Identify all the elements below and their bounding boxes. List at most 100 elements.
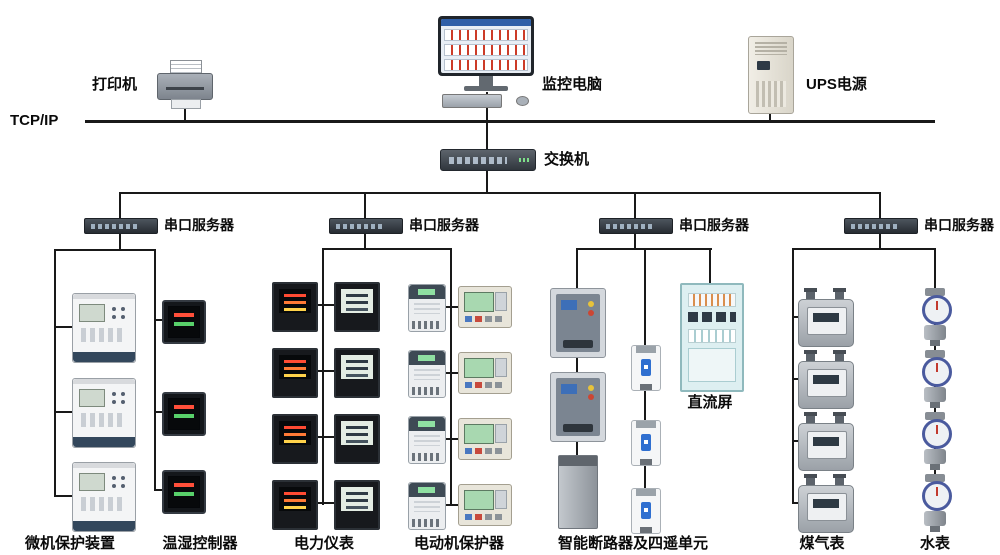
bus-line bbox=[54, 249, 56, 497]
power-meter-image bbox=[334, 414, 380, 464]
serial-server-image bbox=[84, 218, 158, 234]
indicator-lights bbox=[588, 301, 594, 307]
pipe-stub bbox=[930, 526, 940, 532]
meter-body bbox=[924, 511, 946, 526]
branch-line bbox=[792, 378, 800, 380]
temp-humidity-group-label: 温湿控制器 bbox=[162, 535, 238, 552]
protection-device-image bbox=[72, 462, 136, 532]
meter-cap bbox=[925, 412, 945, 420]
meter-cap bbox=[925, 474, 945, 482]
serial-server-image bbox=[599, 218, 673, 234]
protection-group-label: 微机保护装置 bbox=[24, 535, 115, 552]
lcd-display bbox=[464, 424, 494, 444]
connector-line bbox=[792, 248, 936, 250]
buttons bbox=[465, 382, 472, 388]
meter-cap bbox=[925, 288, 945, 296]
gas-pipe bbox=[804, 350, 817, 363]
mouse bbox=[516, 96, 529, 106]
connector-line bbox=[634, 232, 636, 249]
meter-display bbox=[813, 437, 839, 446]
meter-body bbox=[924, 449, 946, 464]
motor-protector-controller-image bbox=[458, 352, 512, 394]
branch-line bbox=[154, 411, 164, 413]
breaker-display bbox=[561, 300, 577, 310]
power-meter-group-label: 电力仪表 bbox=[293, 535, 354, 552]
monitor bbox=[438, 16, 534, 76]
power-meter-image bbox=[272, 480, 318, 530]
miniature-circuit-breaker-image bbox=[631, 345, 661, 391]
keyboard bbox=[442, 94, 502, 108]
gas-pipe bbox=[804, 474, 817, 487]
gas-meter-image bbox=[798, 474, 854, 533]
temp-humidity-controller-image bbox=[162, 392, 206, 436]
lcd-display bbox=[464, 358, 494, 378]
connector-line bbox=[879, 194, 881, 218]
power-meter-image bbox=[334, 282, 380, 332]
meter-body bbox=[924, 387, 946, 402]
serial-server-label: 串口服务器 bbox=[924, 217, 994, 233]
terminal-block bbox=[412, 519, 442, 527]
motor-protector-module-image bbox=[408, 284, 446, 332]
telemetry-unit-image bbox=[558, 455, 598, 529]
temp-humidity-controller-image bbox=[162, 470, 206, 514]
gas-meter-image bbox=[798, 288, 854, 347]
module-display bbox=[418, 487, 435, 493]
keypad bbox=[81, 497, 125, 511]
lcd-display bbox=[79, 389, 105, 407]
water-meter-image bbox=[913, 350, 957, 408]
air-circuit-breaker-image bbox=[550, 372, 606, 442]
printer-label: 打印机 bbox=[92, 76, 138, 93]
bus-line bbox=[154, 249, 156, 491]
connector-line bbox=[486, 123, 488, 150]
connector-line bbox=[184, 104, 186, 120]
terminal-block bbox=[412, 387, 442, 395]
printer-body bbox=[157, 73, 213, 100]
meter-dial bbox=[922, 295, 952, 325]
meter-display bbox=[813, 499, 839, 508]
meter-cap bbox=[925, 350, 945, 358]
branch-line bbox=[792, 316, 800, 318]
serial-server-image bbox=[844, 218, 918, 234]
pipe-stub bbox=[930, 340, 940, 346]
cabinet-meter-row bbox=[688, 312, 736, 322]
branch-line bbox=[54, 495, 74, 497]
branch-line bbox=[312, 370, 336, 372]
miniature-circuit-breaker-image bbox=[631, 420, 661, 466]
power-meter-image bbox=[272, 282, 318, 332]
gas-pipe bbox=[804, 412, 817, 425]
pipe-stub bbox=[930, 402, 940, 408]
buttons bbox=[112, 392, 116, 396]
dc-panel-label: 直流屏 bbox=[687, 394, 733, 411]
lcd-display bbox=[464, 292, 494, 312]
connector-line bbox=[769, 108, 771, 120]
gas-meter-image bbox=[798, 412, 854, 471]
branch-line bbox=[442, 438, 460, 440]
ups-label: UPS电源 bbox=[806, 76, 867, 93]
meter-dial bbox=[922, 357, 952, 387]
branch-line bbox=[442, 372, 460, 374]
gas-pipe bbox=[804, 288, 817, 301]
gas-pipe bbox=[833, 474, 846, 487]
printer-output-tray bbox=[171, 99, 201, 109]
buttons bbox=[465, 316, 472, 322]
connector-line bbox=[119, 194, 121, 218]
miniature-circuit-breaker-image bbox=[631, 488, 661, 534]
branch-line bbox=[442, 306, 460, 308]
screen-titlebar bbox=[441, 19, 531, 26]
water-meter-group-label: 水表 bbox=[919, 535, 950, 552]
branch-line bbox=[54, 411, 74, 413]
monitor-base bbox=[464, 86, 508, 91]
branch-line bbox=[312, 304, 336, 306]
water-meter-image bbox=[913, 288, 957, 346]
serial-server-label: 串口服务器 bbox=[409, 217, 479, 233]
meter-dial bbox=[922, 419, 952, 449]
gas-meter-group-label: 煤气表 bbox=[799, 535, 845, 552]
power-meter-image bbox=[334, 348, 380, 398]
terminal-block bbox=[412, 453, 442, 461]
protection-device-image bbox=[72, 378, 136, 448]
temp-humidity-controller-image bbox=[162, 300, 206, 344]
branch-line bbox=[312, 436, 336, 438]
breaker-display bbox=[561, 384, 577, 394]
branch-line bbox=[792, 502, 800, 504]
